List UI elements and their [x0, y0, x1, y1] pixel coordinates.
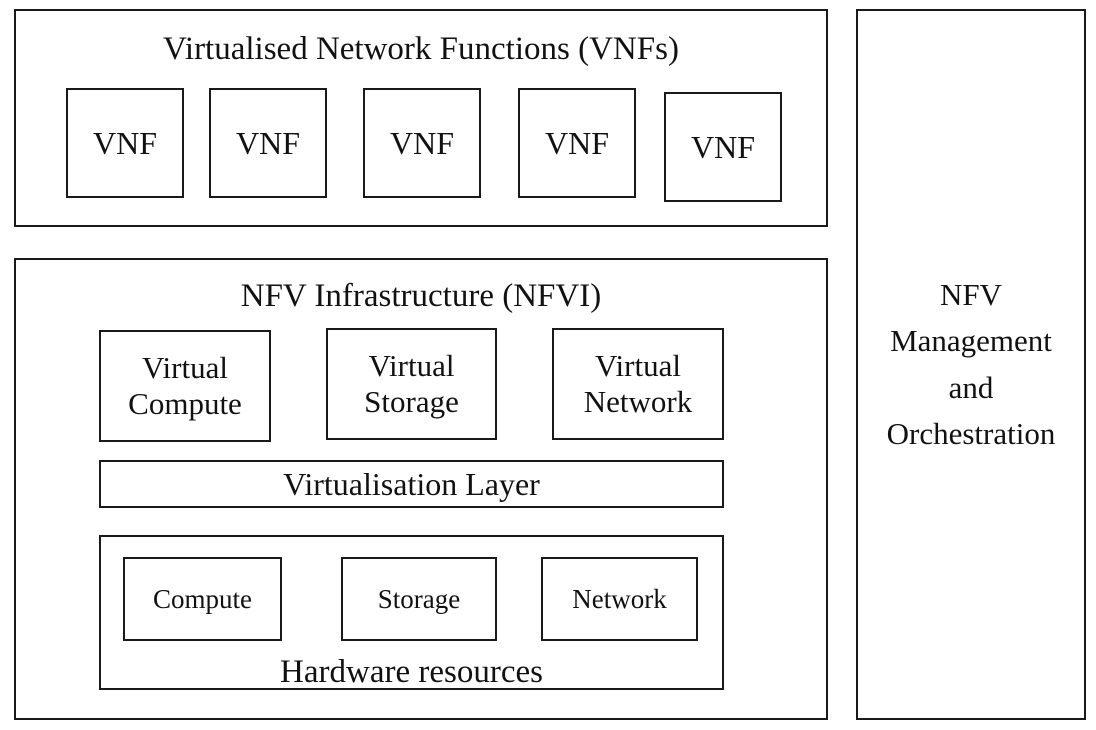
hardware-network-box: Network — [541, 557, 698, 641]
hardware-resources-label: Hardware resources — [280, 654, 543, 690]
mano-label-line4: Orchestration — [886, 416, 1056, 451]
virtual-storage-box: Virtual Storage — [326, 328, 497, 440]
vnf-box: VNF — [66, 88, 184, 198]
vnf-box: VNF — [209, 88, 327, 198]
virtualisation-layer-box: Virtualisation Layer — [99, 460, 724, 508]
virtualisation-layer-label: Virtualisation Layer — [283, 465, 540, 502]
virtual-network-label-line1: Virtual — [595, 348, 681, 384]
vnf-panel: Virtualised Network Functions (VNFs) VNF… — [14, 9, 828, 227]
virtual-compute-label-line1: Virtual — [142, 350, 228, 386]
vnf-box: VNF — [363, 88, 481, 198]
hardware-compute-box: Compute — [123, 557, 282, 641]
vnf-label: VNF — [544, 124, 609, 161]
vnf-box: VNF — [518, 88, 636, 198]
hardware-compute-label: Compute — [153, 583, 252, 614]
mano-label-line1: NFV — [939, 276, 1002, 312]
hardware-resources-box: Compute Storage Network Hardware resourc… — [99, 535, 724, 690]
virtual-network-box: Virtual Network — [552, 328, 724, 440]
vnf-label: VNF — [690, 128, 755, 165]
virtual-compute-label-line2: Compute — [128, 386, 242, 421]
nfvi-panel-title: NFV Infrastructure (NFVI) — [240, 278, 602, 314]
vnf-label: VNF — [92, 124, 157, 161]
hardware-storage-label: Storage — [377, 583, 461, 614]
virtual-storage-label-line2: Storage — [364, 384, 459, 419]
virtual-network-label-line2: Network — [583, 384, 693, 419]
mano-label-line2: Management — [890, 323, 1052, 358]
nfv-mano-panel: NFV Management and Orchestration — [856, 9, 1086, 720]
mano-label-line3: and — [948, 369, 994, 405]
hardware-storage-box: Storage — [341, 557, 497, 641]
vnf-label: VNF — [235, 124, 300, 161]
virtual-compute-box: Virtual Compute — [99, 330, 271, 442]
virtual-storage-label-line1: Virtual — [368, 348, 455, 384]
vnf-box: VNF — [664, 92, 782, 202]
vnf-panel-title: Virtualised Network Functions (VNFs) — [163, 31, 679, 67]
nfvi-panel: NFV Infrastructure (NFVI) Virtual Comput… — [14, 258, 828, 720]
vnf-label: VNF — [389, 124, 454, 161]
hardware-network-label: Network — [572, 583, 667, 614]
